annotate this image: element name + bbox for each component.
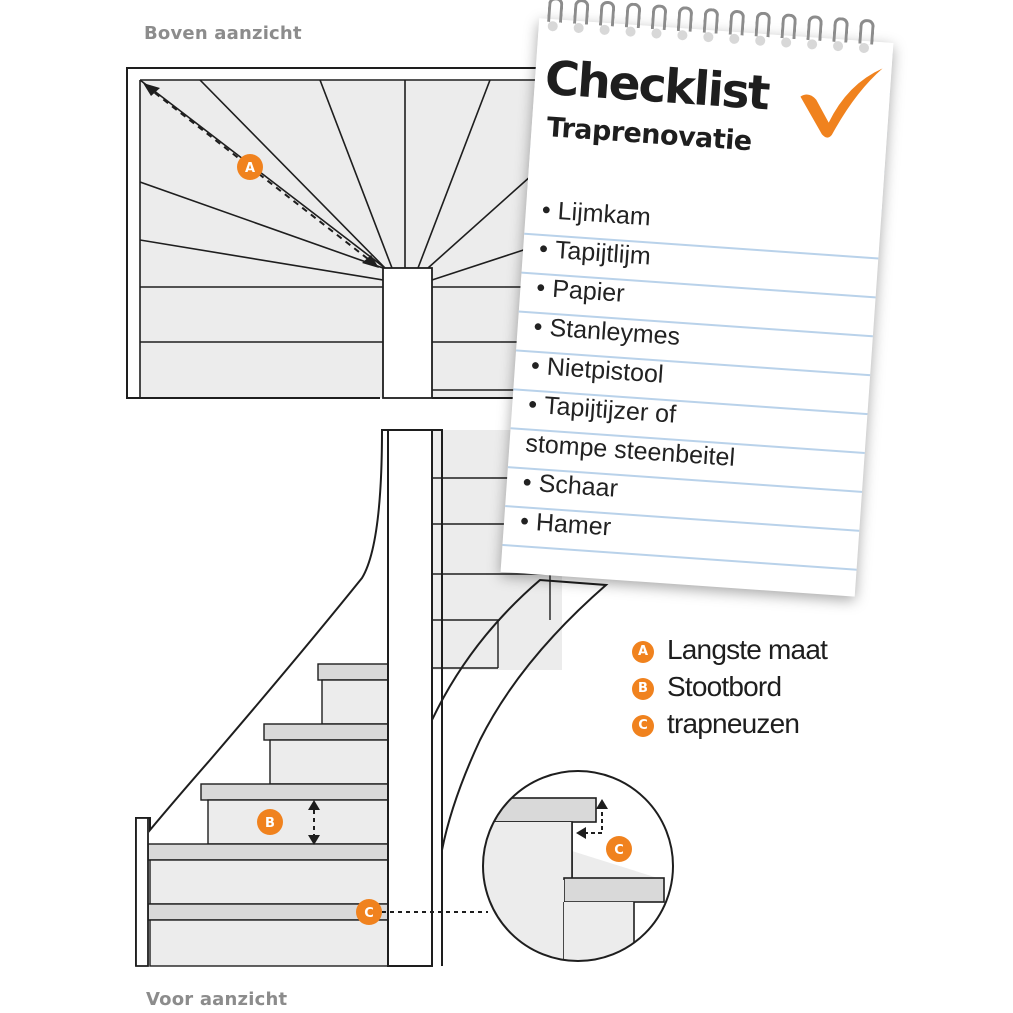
- top-view-label: Boven aanzicht: [144, 23, 302, 44]
- legend-badge-b: B: [632, 678, 654, 700]
- checklist-items: •Lijmkam •Tapijtlijm •Papier •Stanleymes…: [519, 191, 753, 556]
- checklist-note: Checklist Traprenovatie •Lijmkam •Tapijt…: [478, 0, 919, 613]
- legend-text-a: Langste maat: [667, 634, 828, 665]
- marker-c-detail: C: [606, 836, 632, 862]
- legend-badge-a: A: [632, 641, 654, 663]
- top-view-stair: [126, 67, 560, 399]
- marker-b-label: B: [265, 816, 275, 831]
- legend-badge-c: C: [632, 715, 654, 737]
- front-steps: [147, 663, 389, 967]
- marker-c-front-label: C: [364, 906, 374, 921]
- marker-a: A: [237, 154, 263, 180]
- orange-checkmark-icon: [800, 68, 883, 138]
- marker-c-detail-label: C: [614, 843, 624, 858]
- front-view-label: Voor aanzicht: [146, 989, 288, 1010]
- stair-nosing-detail: [482, 770, 674, 962]
- marker-c-front: C: [356, 899, 382, 925]
- legend-text-c: trapneuzen: [667, 708, 800, 739]
- marker-b: B: [257, 809, 283, 835]
- marker-a-label: A: [245, 161, 255, 176]
- legend-text-b: Stootbord: [667, 671, 782, 702]
